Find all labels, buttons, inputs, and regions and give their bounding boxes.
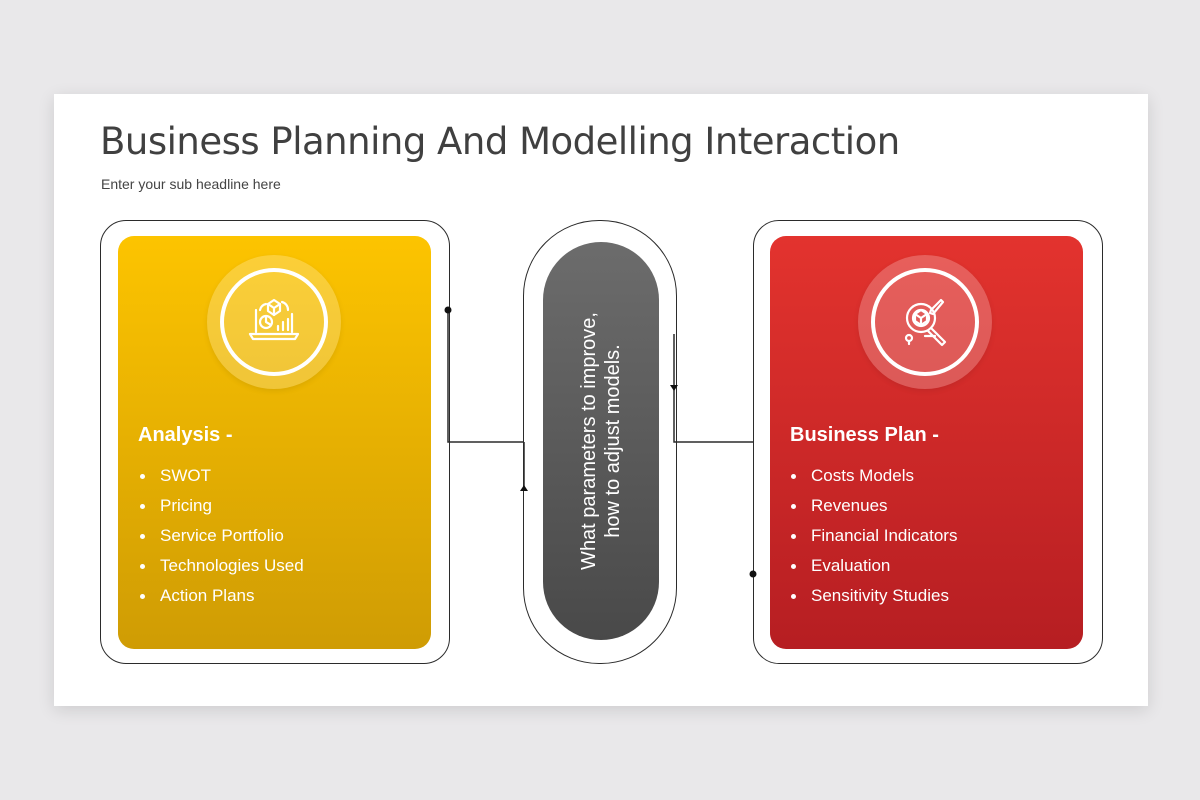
analysis-heading: Analysis - [138, 424, 233, 446]
list-item: Technologies Used [140, 556, 304, 586]
analysis-icon-badge [207, 255, 341, 389]
right-connector-dot [749, 570, 757, 578]
page-subtitle: Enter your sub headline here [101, 176, 281, 192]
business-plan-heading: Business Plan - [790, 424, 939, 446]
list-item: Action Plans [140, 586, 304, 616]
list-item: Revenues [791, 496, 957, 526]
list-item: SWOT [140, 466, 304, 496]
right-connector-line [673, 334, 753, 443]
target-strategy-icon [904, 298, 947, 347]
center-pill [543, 242, 659, 640]
list-item: Service Portfolio [140, 526, 304, 556]
business-plan-card: Business Plan - Costs Models Revenues Fi… [770, 236, 1083, 649]
up-arrow-icon [520, 485, 528, 491]
list-item: Costs Models [791, 466, 957, 496]
business-plan-icon-badge [858, 255, 992, 389]
left-connector-dot [444, 306, 452, 314]
list-item: Financial Indicators [791, 526, 957, 556]
list-item: Evaluation [791, 556, 957, 586]
list-item: Pricing [140, 496, 304, 526]
connectors [444, 306, 757, 578]
analysis-card: Analysis - SWOT Pricing Service Portfoli… [118, 236, 431, 649]
right-card-frame [753, 220, 1103, 664]
analysis-list: SWOT Pricing Service Portfolio Technolog… [140, 466, 304, 616]
analytics-laptop-icon [248, 298, 300, 341]
list-item: Sensitivity Studies [791, 586, 957, 616]
slide: Business Planning And Modelling Interact… [54, 94, 1148, 706]
page-title: Business Planning And Modelling Interact… [100, 120, 900, 163]
down-arrow-icon [670, 385, 678, 391]
left-connector-line [447, 309, 524, 443]
business-plan-list: Costs Models Revenues Financial Indicato… [791, 466, 957, 616]
